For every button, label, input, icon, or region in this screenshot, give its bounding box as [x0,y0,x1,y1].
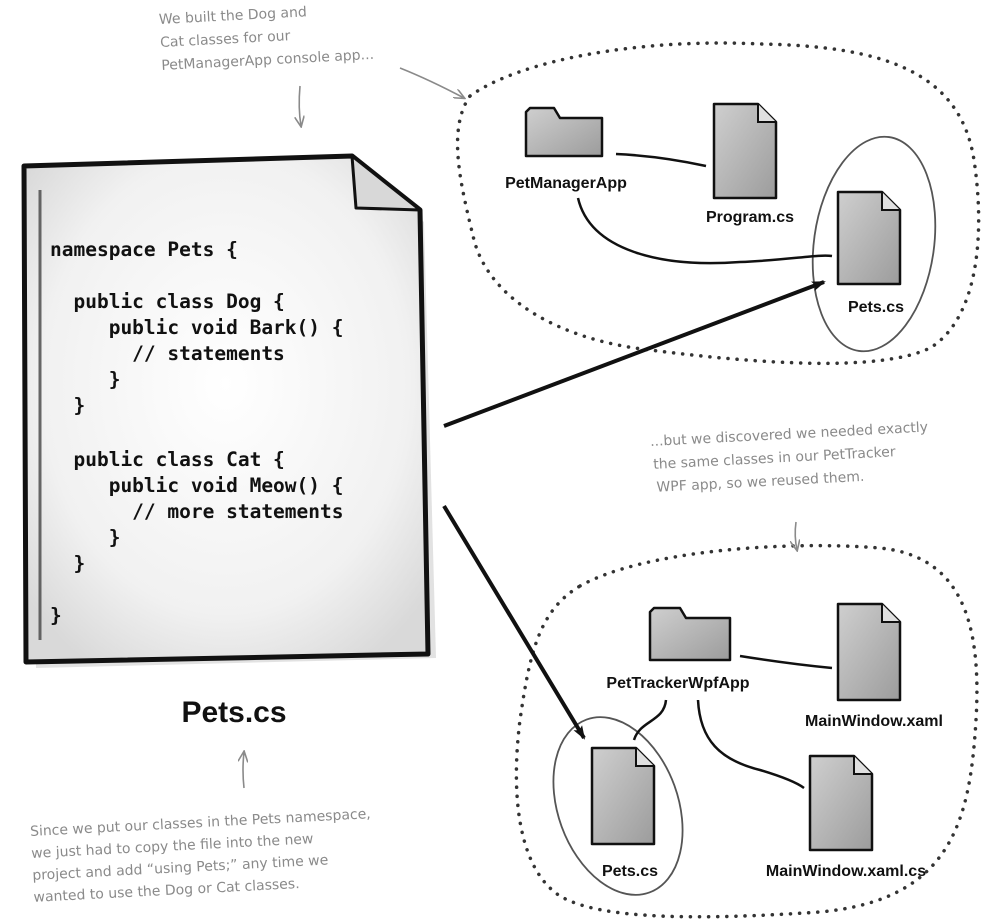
code-line: // statements [50,342,285,365]
paper-folded-corner [350,154,422,212]
project1-boundary [455,41,981,366]
project2-folder-label: PetTrackerWpfApp [606,675,749,692]
folder-icon [524,106,604,158]
mainwindow-xaml-label: MainWindow.xaml [805,713,943,730]
arrow-to-project2-pets-cs [442,504,586,740]
project1-pets-cs-label: Pets.cs [848,299,904,316]
top-note-line-2: Cat classes for our [160,28,291,51]
file-icon [590,746,656,846]
code-line: namespace Pets { [50,238,238,261]
paper-sheet [21,153,431,665]
folder-icon [648,606,732,662]
bottom-annotation: Since we put our classes in the Pets nam… [30,806,371,906]
code-line: } [50,604,62,627]
code-line: public void Bark() { [50,316,344,339]
code-line: public void Meow() { [50,474,344,497]
project1-folder-label: PetManagerApp [505,175,627,192]
top-annotation: We built the Dog and Cat classes for our… [159,4,375,74]
pets-cs-highlight-circle [811,135,937,353]
code-block: namespace Pets { public class Dog { publ… [50,238,344,627]
connector [632,699,668,741]
connector [576,197,833,265]
code-line: } [50,552,85,575]
connector [615,152,707,168]
code-line: } [50,368,120,391]
pets-cs-code-page: namespace Pets { public class Dog { publ… [21,153,436,729]
top-note-arrow-right [399,67,464,98]
file-icon [712,102,778,200]
top-note-arrow-down [299,85,301,126]
mid-annotation: ...but we discovered we needed exactly t… [650,419,929,496]
code-line: // more statements [50,500,344,523]
code-line: } [50,526,120,549]
project2-pets-cs-label: Pets.cs [602,863,658,880]
mid-note-line-3: WPF app, so we reused them. [656,469,865,496]
program-cs-label: Program.cs [706,209,794,226]
connector [696,699,805,790]
code-line: public class Dog { [50,290,285,313]
top-note-line-1: We built the Dog and [159,4,308,28]
arrow-to-project1-pets-cs [443,280,826,428]
top-note-line-3: PetManagerApp console app... [161,47,374,74]
file-icon [836,602,902,702]
file-icon [808,754,874,852]
bottom-note-arrow-up [243,752,244,789]
pet-tracker-wpf-app-project: PetTrackerWpfApp MainWindow.xaml MainWin… [514,543,979,919]
code-file-title: Pets.cs [181,696,286,729]
code-line: public class Cat { [50,448,285,471]
file-icon [836,190,902,286]
mainwindow-xaml-cs-label: MainWindow.xaml.cs [766,863,926,880]
project2-boundary [514,543,979,919]
bottom-note-line-1: Since we put our classes in the Pets nam… [30,806,371,840]
mid-note-arrow-down [795,521,797,550]
pets-cs-highlight-circle [552,716,684,896]
code-line: } [50,394,85,417]
pet-manager-app-project: PetManagerApp Program.cs Pets.cs [455,41,981,366]
connector [739,654,833,670]
